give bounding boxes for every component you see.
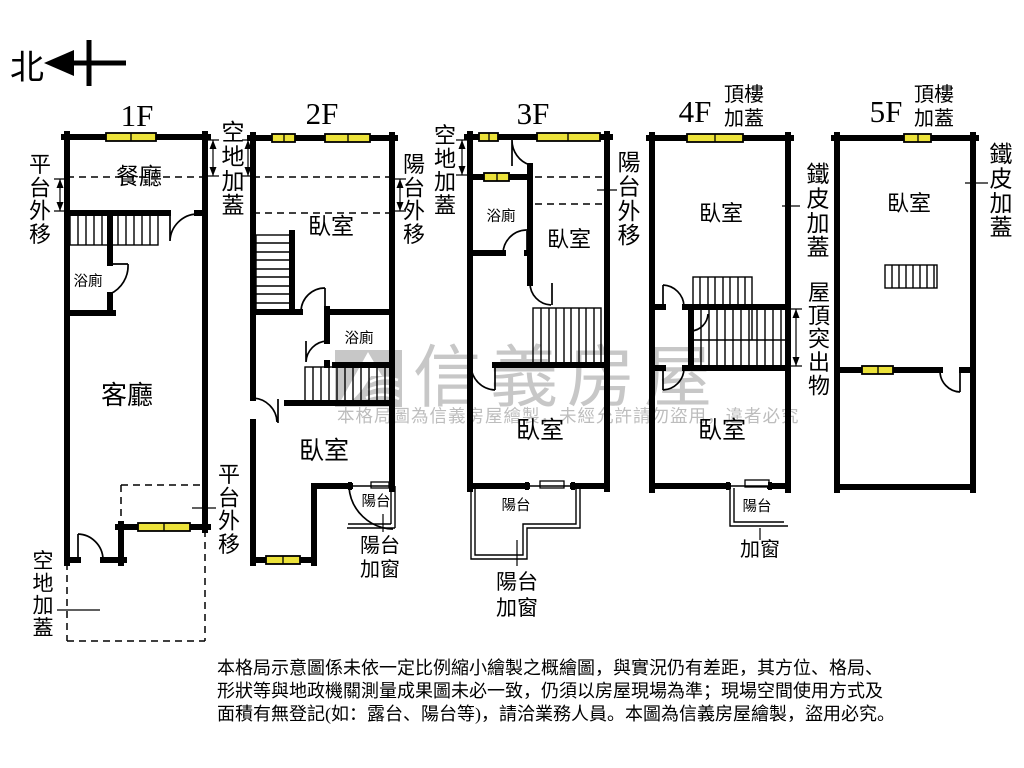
annotation-rooftop-1: 頂樓 bbox=[724, 83, 764, 106]
annotation-roof-protrusion: 屋頂突出物 bbox=[808, 280, 830, 398]
door-arc bbox=[662, 284, 709, 391]
floor-5f-title: 5F bbox=[870, 94, 903, 129]
stairs bbox=[692, 276, 753, 306]
dimension-arrow bbox=[456, 139, 468, 176]
room-label-bath: 浴廁 bbox=[487, 207, 516, 225]
floor-1f-title: 1F bbox=[121, 98, 154, 133]
walls bbox=[61, 131, 211, 566]
window bbox=[539, 480, 565, 489]
room-label-bedroom-lower: 臥室 bbox=[698, 417, 746, 444]
walls bbox=[831, 132, 979, 493]
annotation-balcony-window-2: 加窗 bbox=[360, 558, 400, 581]
room-label-balcony: 陽台 bbox=[743, 498, 772, 515]
watermark-brand: 信義房屋 bbox=[413, 340, 721, 416]
annotation-rooftop-1: 頂樓 bbox=[914, 83, 954, 106]
window bbox=[265, 555, 301, 565]
watermark: 信義房屋 本格局圖為信義房屋繪製，未經允許請勿盜用，違者必究 bbox=[335, 340, 800, 426]
annotation-rooftop-2: 加蓋 bbox=[724, 107, 764, 130]
balcony-outline bbox=[470, 487, 581, 560]
annotation-balcony-window-2: 加窗 bbox=[496, 596, 538, 620]
annotation-balcony-window-1: 陽台 bbox=[496, 570, 538, 594]
window bbox=[861, 365, 894, 375]
dimension-arrow bbox=[790, 308, 802, 367]
room-label-bath: 浴廁 bbox=[74, 272, 103, 290]
window bbox=[324, 133, 371, 143]
window bbox=[686, 133, 744, 143]
window bbox=[903, 133, 932, 143]
dimension-arrow bbox=[54, 178, 66, 212]
room-label-bedroom-lower: 臥室 bbox=[516, 417, 564, 444]
floor-3f-title: 3F bbox=[517, 96, 550, 131]
floor-3f: 3F bbox=[434, 96, 641, 620]
disclaimer-line-1: 本格局示意圖係未依一定比例縮小繪製之概繪圖，與實況仍有差距，其方位、格局、 bbox=[217, 658, 883, 678]
balcony-outline bbox=[729, 488, 788, 527]
annotation-balcony-right: 陽台外移 bbox=[403, 152, 425, 247]
annotation-balcony-right: 陽台外移 bbox=[618, 150, 641, 248]
north-label: 北 bbox=[10, 50, 44, 87]
floor-1f: 1F 餐廳 浴廁 客廳 平 bbox=[29, 98, 245, 642]
annotation-openland-right: 空地加蓋 bbox=[222, 120, 245, 218]
door-arc bbox=[939, 370, 961, 393]
dimension-arrow bbox=[242, 139, 254, 177]
stairs bbox=[69, 214, 159, 246]
door-arc bbox=[470, 139, 553, 391]
annotation-platform-left: 平台外移 bbox=[29, 152, 51, 247]
dimension-arrow bbox=[394, 178, 406, 212]
annotation-platform-bottom-right: 平台外移 bbox=[218, 462, 240, 557]
dashed-extension-lines bbox=[66, 176, 206, 642]
window bbox=[271, 133, 296, 143]
window bbox=[536, 132, 601, 142]
annotation-balcony-window-1: 陽台 bbox=[360, 534, 400, 557]
window bbox=[370, 481, 390, 489]
room-label-balcony: 陽台 bbox=[502, 497, 531, 514]
floor-5f: 5F 頂樓 加蓋 臥室 鐵皮加蓋 bbox=[831, 83, 1013, 493]
window bbox=[483, 172, 510, 182]
annotation-openland-left: 空地加蓋 bbox=[434, 123, 456, 218]
room-label-bedroom-upper: 臥室 bbox=[699, 201, 743, 226]
annotation-openland-bottom: 空地加蓋 bbox=[33, 549, 54, 640]
watermark-notice: 本格局圖為信義房屋繪製，未經允許請勿盜用，違者必究 bbox=[337, 406, 800, 426]
room-label-bedroom-upper: 臥室 bbox=[308, 214, 354, 239]
floor-2f: 2F bbox=[242, 96, 425, 581]
room-label-balcony: 陽台 bbox=[362, 493, 391, 510]
floor-2f-title: 2F bbox=[306, 96, 339, 131]
dimension-arrow bbox=[207, 139, 219, 177]
stairs bbox=[255, 234, 293, 313]
jamb-mark bbox=[525, 482, 575, 490]
stairs bbox=[304, 366, 391, 402]
north-arrow-icon: 北 bbox=[10, 40, 126, 87]
window bbox=[137, 522, 191, 532]
floor-4f-title: 4F bbox=[679, 94, 712, 129]
room-label-living: 客廳 bbox=[101, 381, 153, 410]
window bbox=[478, 132, 499, 142]
window bbox=[105, 132, 157, 142]
balcony-outline bbox=[347, 486, 396, 529]
stairwell-hatch bbox=[884, 264, 938, 289]
floor-4f: 4F 頂樓 加蓋 臥室 bbox=[646, 83, 830, 561]
annotation-rooftop-2: 加蓋 bbox=[914, 107, 954, 130]
annotation-balcony-window: 加窗 bbox=[740, 538, 780, 561]
room-label-dining: 餐廳 bbox=[116, 164, 162, 189]
room-label-bedroom-lower: 臥室 bbox=[299, 437, 349, 465]
annotation-metal-cover: 鐵皮加蓋 bbox=[990, 142, 1013, 240]
dashed-lines bbox=[535, 176, 607, 205]
room-label-bedroom-upper: 臥室 bbox=[547, 227, 591, 252]
stairs bbox=[532, 307, 602, 364]
annotation-metal-cover: 鐵皮加蓋 bbox=[807, 162, 830, 260]
jamb-mark bbox=[726, 482, 772, 490]
stairs bbox=[692, 308, 789, 367]
room-label-bath: 浴廁 bbox=[345, 329, 374, 347]
door-arc bbox=[77, 213, 198, 560]
disclaimer-line-2: 形狀等與地政機關測量成果圖未必一致，仍須以房屋現場為準；現場空間使用方式及 bbox=[217, 681, 883, 701]
disclaimer: 本格局示意圖係未依一定比例縮小繪製之概繪圖，與實況仍有差距，其方位、格局、 形狀… bbox=[217, 658, 895, 725]
disclaimer-line-3: 面積有無登記(如：露台、陽台等)，請洽業務人員。本圖為信義房屋繪製，盜用必究。 bbox=[217, 704, 895, 725]
room-label-bedroom: 臥室 bbox=[887, 191, 931, 216]
dashed-lines bbox=[253, 176, 392, 214]
